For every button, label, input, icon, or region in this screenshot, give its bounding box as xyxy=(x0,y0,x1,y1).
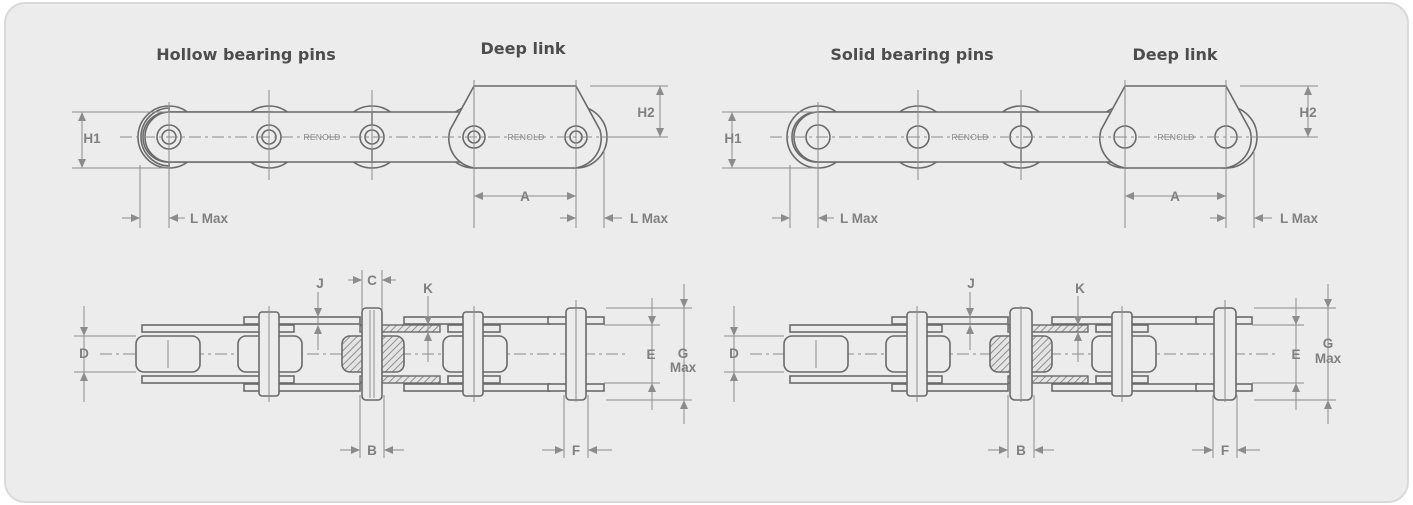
left-f: F xyxy=(572,443,580,458)
right-brand-2: RENOLD xyxy=(1157,132,1194,142)
left-e: E xyxy=(646,347,655,362)
right-b: B xyxy=(1016,443,1026,458)
left-j: J xyxy=(316,276,324,291)
left-a: A xyxy=(520,189,530,204)
left-d: D xyxy=(79,346,89,361)
left-h2: H2 xyxy=(637,105,654,120)
left-k: K xyxy=(423,281,433,296)
right-e: E xyxy=(1291,347,1300,362)
left-side-view: Hollow bearing pins Deep link RENOLD REN… xyxy=(72,39,669,228)
right-brand-1: RENOLD xyxy=(951,132,988,142)
right-a: A xyxy=(1170,189,1180,204)
left-lmax-1: L Max xyxy=(190,211,229,226)
left-h1: H1 xyxy=(83,131,101,146)
right-gmax: Max xyxy=(1315,351,1342,366)
left-plan-view: C J K D E G Max B xyxy=(74,270,697,458)
right-lmax-1: L Max xyxy=(840,211,879,226)
left-lmax-2: L Max xyxy=(630,211,669,226)
right-k: K xyxy=(1075,281,1085,296)
right-lmax-2: L Max xyxy=(1280,211,1319,226)
right-d: D xyxy=(729,346,739,361)
left-title-pins: Hollow bearing pins xyxy=(156,45,335,64)
right-plan-view: J K D E G Max B F xyxy=(724,276,1342,458)
right-title-link: Deep link xyxy=(1132,45,1217,64)
left-brand-2: RENOLD xyxy=(507,132,544,142)
left-c: C xyxy=(367,273,377,288)
left-brand-1: RENOLD xyxy=(303,132,340,142)
right-j: J xyxy=(967,276,975,291)
right-f: F xyxy=(1221,443,1229,458)
right-g: G xyxy=(1323,336,1334,351)
left-gmax: Max xyxy=(670,360,697,375)
left-g: G xyxy=(678,346,689,361)
left-title-link: Deep link xyxy=(480,39,565,58)
right-h2: H2 xyxy=(1299,105,1316,120)
right-h1: H1 xyxy=(724,131,742,146)
right-side-view: Solid bearing pins Deep link RENOLD RENO… xyxy=(722,45,1319,228)
right-title-pins: Solid bearing pins xyxy=(830,45,993,64)
panel-background xyxy=(4,2,1409,503)
left-b: B xyxy=(367,443,377,458)
